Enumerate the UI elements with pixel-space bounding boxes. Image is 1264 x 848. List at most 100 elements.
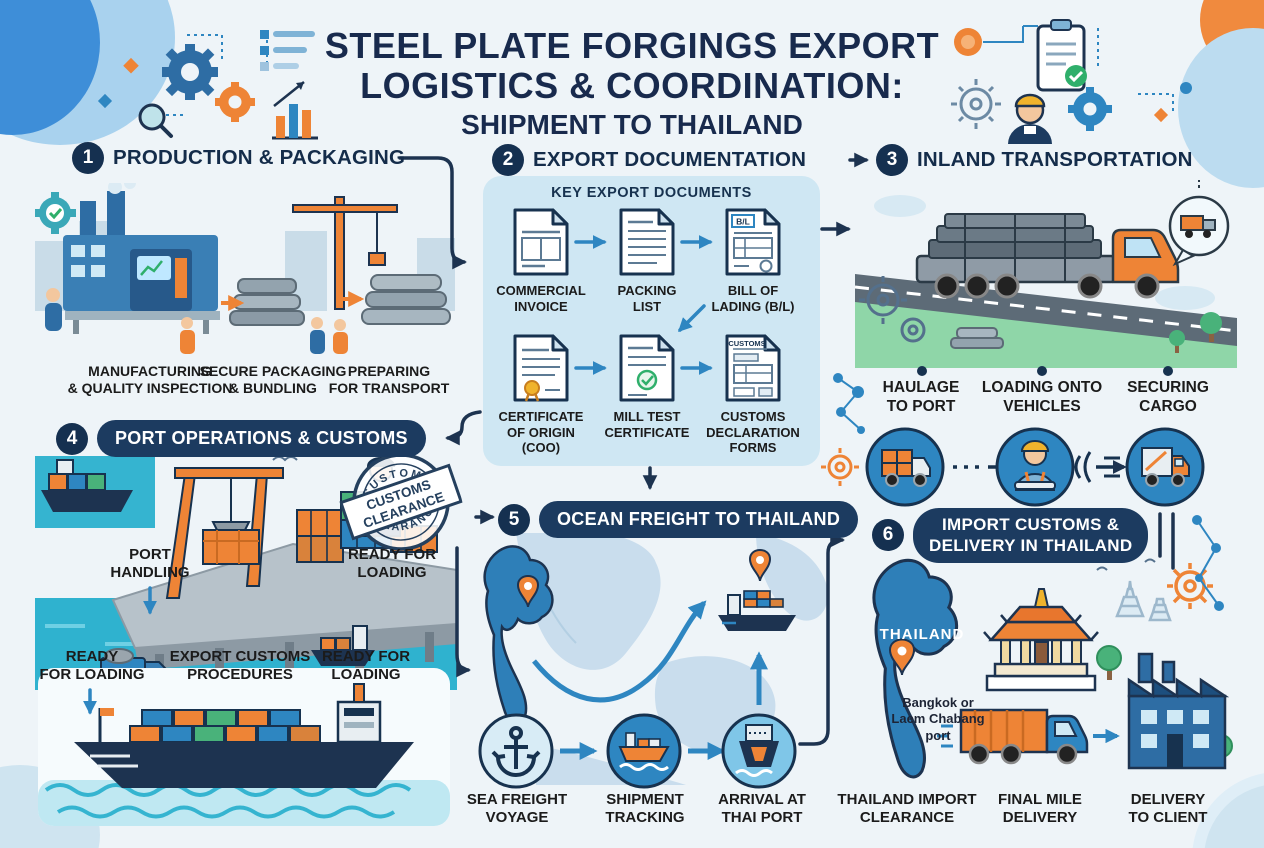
key-documents-panel: KEY EXPORT DOCUMENTS COMMERCIAL INVOICE [483,176,820,466]
section6-number-badge: 6 [872,519,904,552]
sea-route-arrow [532,600,707,703]
pagoda-outline-icon [1115,580,1172,622]
document-icon [513,208,569,276]
step-label: THAILAND IMPORT CLEARANCE [837,791,977,827]
step-label: EXPORT CUSTOMS PROCEDURES [169,648,311,684]
clipboard-icon [1036,19,1087,92]
engineer-icon [1008,93,1052,144]
thailand-map-large [872,558,959,779]
diamond-blue [97,93,113,109]
doc-customs-declaration: CUSTOMS CUSTOMS DECLARATION FORMS [701,332,805,456]
gantry-crane-icon [165,467,284,599]
container-ship-illustration [38,668,450,826]
section5-header: 5 OCEAN FREIGHT TO THAILAND [498,501,859,538]
doc-label: MILL TEST CERTIFICATE [604,409,690,440]
section3-header: 3 INLAND TRANSPORTATION [876,144,1193,176]
motion-lines [937,724,953,748]
water-streaks [45,624,425,672]
step-label: SECURE PACKAGING & BUNDLING [199,363,347,397]
water [38,780,450,826]
loading-steps-icons [865,427,1205,507]
step-label: PREPARING FOR TRANSPORT [328,363,450,397]
section5-number-badge: 5 [498,503,530,536]
gear-orange-outline-icon [1167,563,1213,609]
sea-freight-circle-icon [478,713,554,789]
tracking-ship-circle-icon [606,713,682,789]
title-line2: LOGISTICS & COORDINATION: [360,65,904,107]
section2-title: EXPORT DOCUMENTATION [533,148,807,171]
decor-gear-orange [821,448,859,486]
grass [855,298,1237,368]
document-icon [619,208,675,276]
section6-header: 6 IMPORT CUSTOMS & DELIVERY IN THAILAND [872,508,1149,563]
step-label: READY FOR LOADING [39,648,145,684]
step-label: DELIVERY TO CLIENT [1128,791,1208,827]
panel-title: KEY EXPORT DOCUMENTS [551,185,752,201]
delivery-truck-icon [937,708,1089,765]
thailand-map-small [483,545,554,726]
port-name-label: Bangkok or Laem Chabang port [891,695,985,743]
temple-icon [983,588,1099,692]
gear-check-icon [35,192,76,234]
section1-number-badge: 1 [72,142,104,174]
doc-label: CUSTOMS DECLARATION FORMS [706,409,800,456]
sea-route-map [478,533,828,789]
waves [56,805,396,819]
title-line1: STEEL PLATE FORGINGS EXPORT [324,25,940,66]
factory-icon [63,183,220,334]
cargo-ship-icon [41,459,133,512]
cargo-truck-circle-icon [865,427,945,507]
step-label: PORT HANDLING [110,546,190,582]
gears-outline-icon [859,276,926,343]
section2-number-badge: 2 [492,144,524,176]
road-line [855,285,1237,333]
target-ring-icon [954,28,982,56]
section4-number-badge: 4 [56,422,88,455]
client-factory-icon [1127,652,1230,770]
doc-label: COMMERCIAL INVOICE [496,283,586,314]
diamond-orange [123,57,139,74]
section2-header: 2 EXPORT DOCUMENTATION [492,144,806,176]
worker-icon [45,288,348,354]
customs-clearance-stamp: CUSTOMS CLEARANCE CUSTOMS CLEARANCE [339,453,463,551]
cloud [874,195,926,217]
decor-gears-analytics-icon [97,30,318,140]
step-label: MANUFACTURING & QUALITY INSPECTION [67,363,233,397]
delivery-truck-circle-icon [1125,427,1205,507]
doc-certificate-of-origin: CERTIFICATE OF ORIGIN (COO) [489,332,593,456]
seagull [272,456,298,462]
section3-title: INLAND TRANSPORTATION [917,148,1193,171]
gear-outline-icon [951,79,1001,129]
page-title: STEEL PLATE FORGINGS EXPORT LOGISTICS & … [282,25,982,140]
step-label: SHIPMENT TRACKING [605,791,685,827]
section5-title-pill: OCEAN FREIGHT TO THAILAND [539,501,859,538]
thailand-delivery-illustration [872,558,1233,779]
doc-label: BILL OF LADING (B/L) [711,283,795,314]
section6-title-pill: IMPORT CUSTOMS & DELIVERY IN THAILAND [913,508,1149,563]
magnifier-icon [138,103,173,138]
section1-title: PRODUCTION & PACKAGING [113,146,406,169]
gear-blue-icon [162,44,218,100]
cloud [1155,286,1215,310]
step-label: HAULAGE TO PORT [882,379,960,415]
step-label: FINAL MILE DELIVERY [998,791,1082,827]
tree-icon [1169,312,1222,353]
document-icon: B/L [725,208,781,276]
step-label: SEA FREIGHT VOYAGE [466,791,568,827]
motion-brackets [1074,451,1092,483]
doc-bill-of-lading: B/L BILL OF LADING (B/L) [701,206,805,314]
title-line3: SHIPMENT TO THAILAND [461,108,803,140]
doc-commercial-invoice: COMMERCIAL INVOICE [489,206,593,314]
doc-label: CERTIFICATE OF ORIGIN (COO) [498,409,584,456]
map-pin-icon [748,549,772,582]
dot-blue [1180,82,1192,94]
steel-plates-pile [950,327,1004,349]
doc-corner-tag: B/L [736,217,750,227]
document-icon [619,334,675,402]
document-icon [513,334,569,402]
step-label: READY FOR LOADING [321,648,411,684]
section3-number-badge: 3 [876,144,908,176]
step-label: LOADING ONTO VEHICLES [981,379,1103,415]
arrow-into-s4 [445,410,482,446]
